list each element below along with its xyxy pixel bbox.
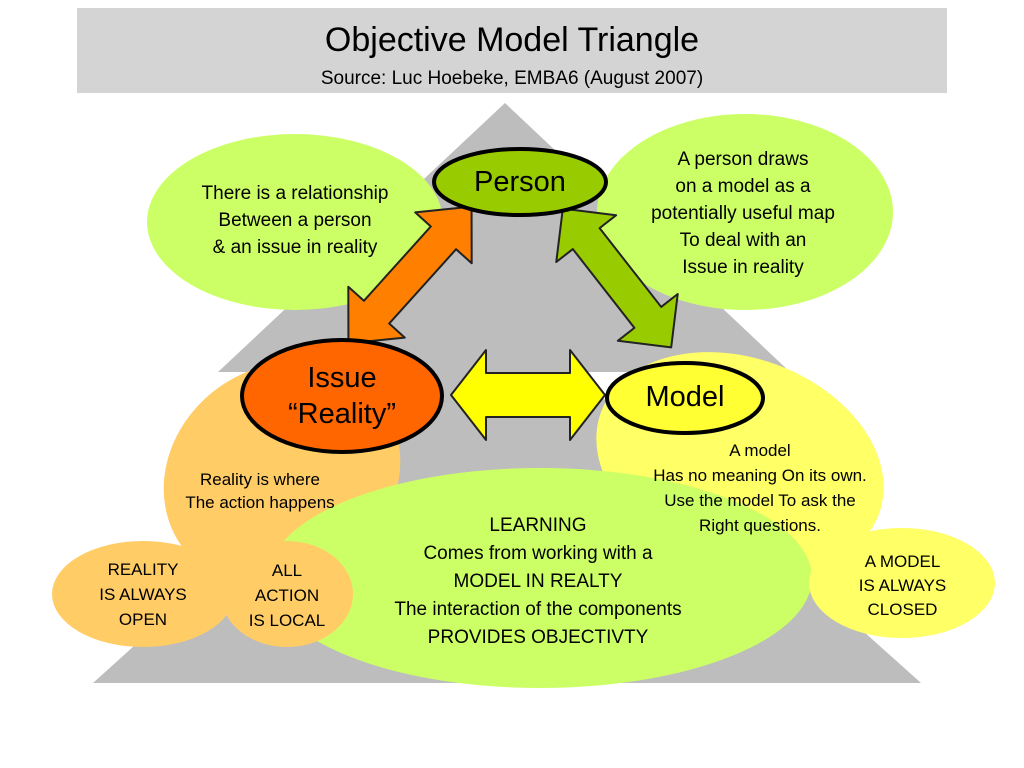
reality-open-text: REALITY IS ALWAYS OPEN xyxy=(99,560,187,629)
person-label: Person xyxy=(474,166,566,198)
page-title: Objective Model Triangle xyxy=(324,21,700,59)
relationship-text: There is a relationship Between a person… xyxy=(201,183,389,258)
model-meaning-text: A model Has no meaning On its own. Use t… xyxy=(653,441,867,535)
person-model-arrow xyxy=(555,207,679,349)
reality-open-bubble xyxy=(52,541,234,647)
page-subtitle: Source: Luc Hoebeke, EMBA6 (August 2007) xyxy=(320,68,704,89)
issue-node xyxy=(240,338,444,454)
model-label: Model xyxy=(645,381,725,413)
header-bar: Objective Model Triangle Source: Luc Hoe… xyxy=(77,8,947,93)
person-draws-text: A person draws on a model as a potential… xyxy=(651,149,835,278)
learning-bubble xyxy=(268,468,812,688)
person-node xyxy=(432,147,608,217)
action-local-bubble xyxy=(221,541,353,647)
reality-where-text: Reality is where The action happens xyxy=(185,470,335,512)
model-node xyxy=(605,361,765,435)
issue-label: Issue “Reality” xyxy=(288,362,396,430)
person-draws-bubble xyxy=(597,114,893,310)
relationship-bubble xyxy=(147,134,443,310)
model-closed-text: A MODEL IS ALWAYS CLOSED xyxy=(858,552,947,619)
issue-model-arrow xyxy=(450,349,606,441)
action-local-text: ALL ACTION IS LOCAL xyxy=(248,561,326,630)
model-closed-bubble xyxy=(809,528,995,638)
learning-text: LEARNING Comes from working with a MODEL… xyxy=(394,515,682,648)
